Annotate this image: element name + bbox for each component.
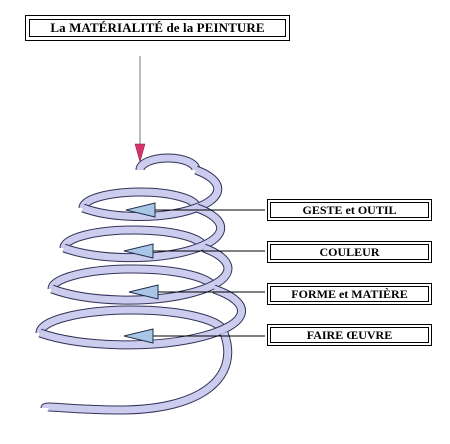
connector-4 [123,328,265,344]
label-box-forme-matiere: FORME et MATIÈRE [267,283,432,305]
label-text: FORME et MATIÈRE [291,286,408,301]
label-text: FAIRE ŒUVRE [306,327,393,342]
label-box-geste-outil: GESTE et OUTIL [267,199,432,221]
label-box-faire-oeuvre: FAIRE ŒUVRE [267,324,432,346]
label-frame: FORME et MATIÈRE [270,286,429,302]
title-box: La MATÉRIALITÉ de la PEINTURE [25,15,290,41]
label-text: GESTE et OUTIL [302,202,397,217]
spiral-back-arcs [35,153,229,334]
diagram-title: La MATÉRIALITÉ de la PEINTURE [50,20,265,35]
label-box-couleur: COULEUR [267,241,432,263]
connector-1 [125,202,265,218]
label-text: COULEUR [319,244,380,259]
label-frame: COULEUR [270,244,429,260]
label-frame: GESTE et OUTIL [270,202,429,218]
connector-2 [123,243,265,259]
connector-3 [128,284,265,300]
entry-arrowhead [134,143,146,163]
title-frame: La MATÉRIALITÉ de la PEINTURE [29,19,286,37]
label-frame: FAIRE ŒUVRE [270,327,429,343]
